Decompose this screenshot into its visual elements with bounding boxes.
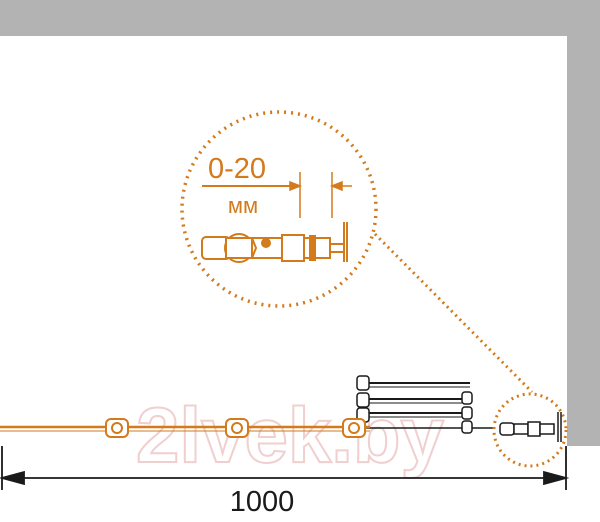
wall-profile-detail [499, 412, 562, 442]
wall-right [567, 36, 600, 446]
stacked-handles [356, 375, 473, 434]
wall-top [0, 0, 600, 36]
callout-leader [373, 232, 534, 394]
hinge-2 [225, 418, 249, 438]
width-dimension [0, 446, 570, 490]
watermark-text: 2lvek.by [136, 391, 444, 479]
callout-circle [180, 110, 378, 308]
unit-label: мм [228, 193, 258, 218]
detail-circle [492, 392, 568, 468]
callout-hinge-detail [201, 222, 348, 263]
width-label: 1000 [230, 486, 295, 518]
hinge-1 [105, 418, 129, 438]
door-panels-stack [366, 382, 495, 429]
hinge-3 [342, 418, 366, 438]
wall-outline [0, 0, 600, 446]
adjustment-dimension [280, 172, 352, 218]
range-label: 0-20 [208, 153, 266, 185]
